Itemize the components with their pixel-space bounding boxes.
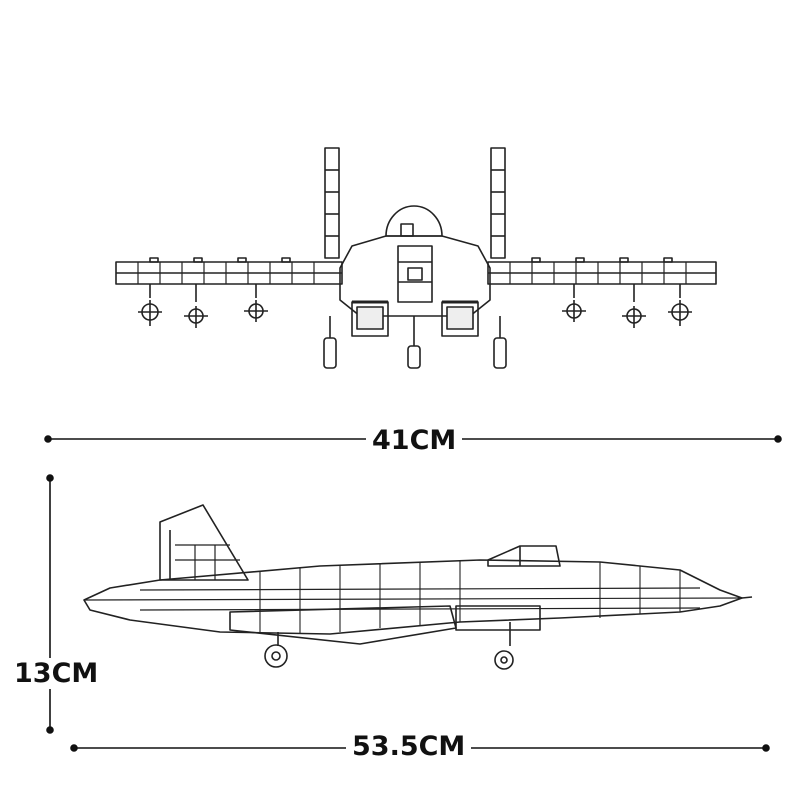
width-label: 41CM (366, 427, 463, 454)
height-dimension-line (46, 474, 54, 734)
height-label: 13CM (14, 658, 99, 689)
front-view-jet-icon (115, 147, 717, 369)
length-label: 53.5CM (346, 733, 472, 760)
side-view-jet-icon (83, 504, 753, 670)
